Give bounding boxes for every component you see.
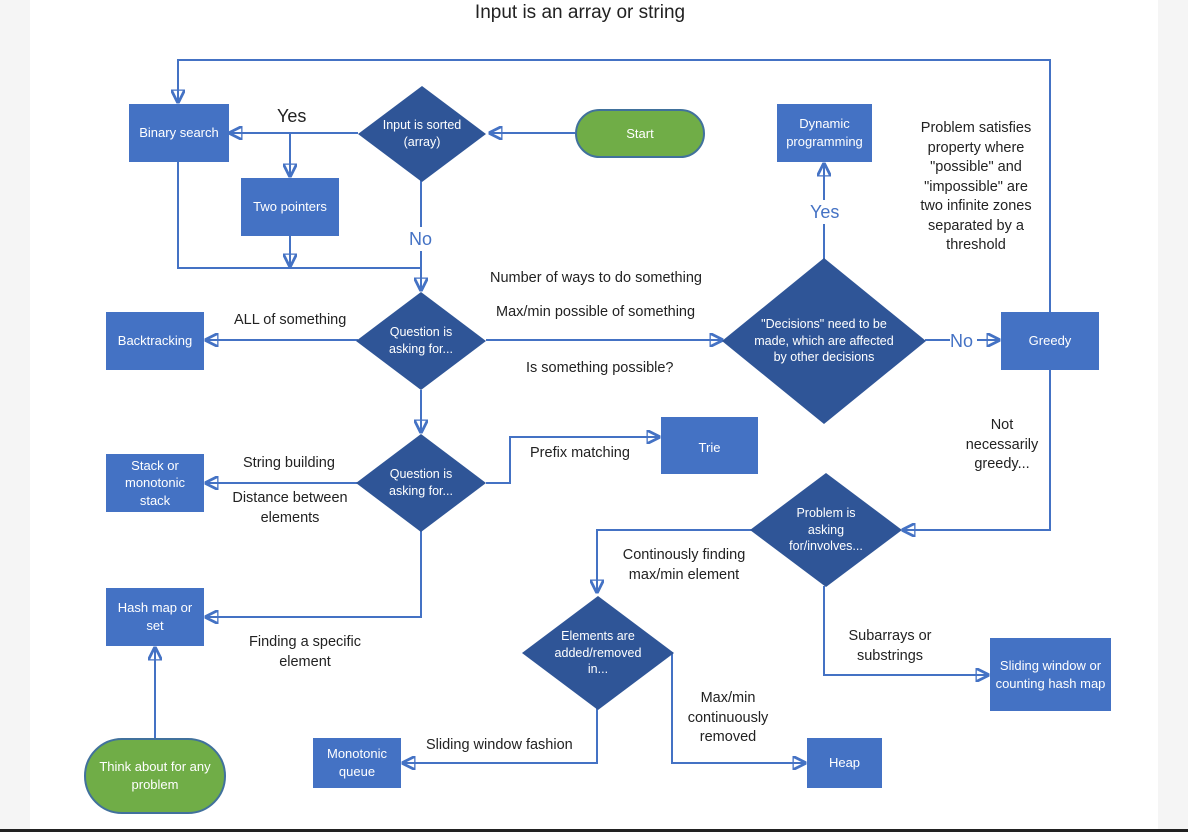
question2-decision-label: Question is asking for...	[389, 467, 453, 498]
hash-map-box: Hash map or set	[106, 588, 204, 646]
heap-box: Heap	[807, 738, 882, 788]
arrow-question2-to-trie	[486, 437, 659, 484]
decisions-decision: "Decisions" need to be made, which are a…	[722, 258, 926, 424]
think-terminal: Think about for any problem	[84, 738, 226, 814]
think-label: Think about for any problem	[99, 759, 211, 792]
trie-box: Trie	[661, 417, 758, 474]
right-margin	[1158, 0, 1188, 832]
page-title: Input is an array or string	[474, 2, 686, 23]
sliding-window-box: Sliding window or counting hash map	[990, 638, 1111, 711]
all-something-label: ALL of something	[234, 312, 347, 328]
dynamic-programming-label: Dynamic programming	[786, 116, 863, 149]
arrow-question2-to-hash-map	[206, 530, 422, 617]
yes-sorted-label: Yes	[277, 106, 307, 126]
arrow-greedy-to-problem-asking	[903, 370, 1051, 530]
stack-label: Stack or monotonic stack	[125, 457, 185, 508]
binary-search-label: Binary search	[139, 125, 219, 141]
question1-decision: Question is asking for...	[356, 292, 486, 390]
problem-asking-decision: Problem is asking for/involves...	[750, 473, 902, 587]
sorted-decision-label: Input is sorted (array)	[382, 118, 462, 149]
two-pointers-box: Two pointers	[241, 178, 339, 236]
arrow-greedy-loop-to-binary-search	[178, 59, 1051, 312]
distance-label: Distance between elements	[232, 490, 348, 526]
backtracking-box: Backtracking	[106, 312, 204, 370]
not-greedy-label: Not necessarily greedy...	[965, 417, 1039, 473]
possible-label: Is something possible?	[526, 360, 674, 376]
sorted-decision: Input is sorted (array)	[358, 86, 486, 182]
start-terminal: Start	[575, 109, 705, 158]
threshold-label: Problem satisfies property where "possib…	[920, 120, 1032, 254]
continuous-maxmin-label: Continously finding max/min element	[622, 547, 746, 583]
stack-box: Stack or monotonic stack	[106, 454, 204, 512]
heap-label: Heap	[828, 755, 861, 771]
arrow-elements-to-monotonic-queue	[403, 708, 598, 763]
sliding-fashion-label: Sliding window fashion	[426, 737, 573, 753]
prefix-label: Prefix matching	[530, 445, 630, 461]
ways-label: Number of ways to do something	[490, 270, 702, 286]
start-label: Start	[626, 125, 654, 141]
string-building-label: String building	[243, 455, 335, 471]
elements-decision-label: Elements are added/removed in...	[554, 628, 642, 677]
two-pointers-label: Two pointers	[253, 199, 327, 215]
arrow-binary-search-merge	[177, 162, 421, 269]
elements-decision: Elements are added/removed in...	[522, 596, 674, 710]
no-greedy-label: No	[950, 331, 974, 351]
greedy-label: Greedy	[1028, 333, 1072, 349]
question1-decision-label: Question is asking for...	[389, 325, 453, 356]
dynamic-programming-box: Dynamic programming	[777, 104, 872, 162]
sliding-window-label: Sliding window or counting hash map	[995, 657, 1106, 691]
yes-dp-label: Yes	[808, 200, 842, 225]
bottom-rule	[0, 829, 1188, 832]
decisions-decision-label: "Decisions" need to be made, which are a…	[754, 316, 894, 365]
finding-label: Finding a specific element	[248, 634, 362, 670]
left-margin	[0, 0, 30, 832]
problem-asking-decision-label: Problem is asking for/involves...	[789, 505, 863, 554]
question2-decision: Question is asking for...	[356, 434, 486, 532]
arrow-elements-to-heap	[671, 652, 805, 763]
monotonic-queue-box: Monotonic queue	[313, 738, 401, 788]
greedy-box: Greedy	[1001, 312, 1099, 370]
arrow-problem-asking-to-sliding-window	[823, 586, 988, 675]
monotonic-queue-label: Monotonic queue	[327, 746, 387, 779]
subarrays-label: Subarrays or substrings	[848, 628, 932, 664]
arrow-problem-asking-to-elements	[597, 529, 752, 592]
backtracking-label: Backtracking	[117, 333, 193, 349]
binary-search-box: Binary search	[129, 104, 229, 162]
no-sorted-label: No	[407, 227, 435, 252]
maxmin-removed-label: Max/min continuously removed	[687, 690, 769, 746]
hash-map-label: Hash map or set	[117, 600, 193, 633]
trie-label: Trie	[698, 440, 721, 455]
maxmin-label: Max/min possible of something	[496, 304, 696, 320]
